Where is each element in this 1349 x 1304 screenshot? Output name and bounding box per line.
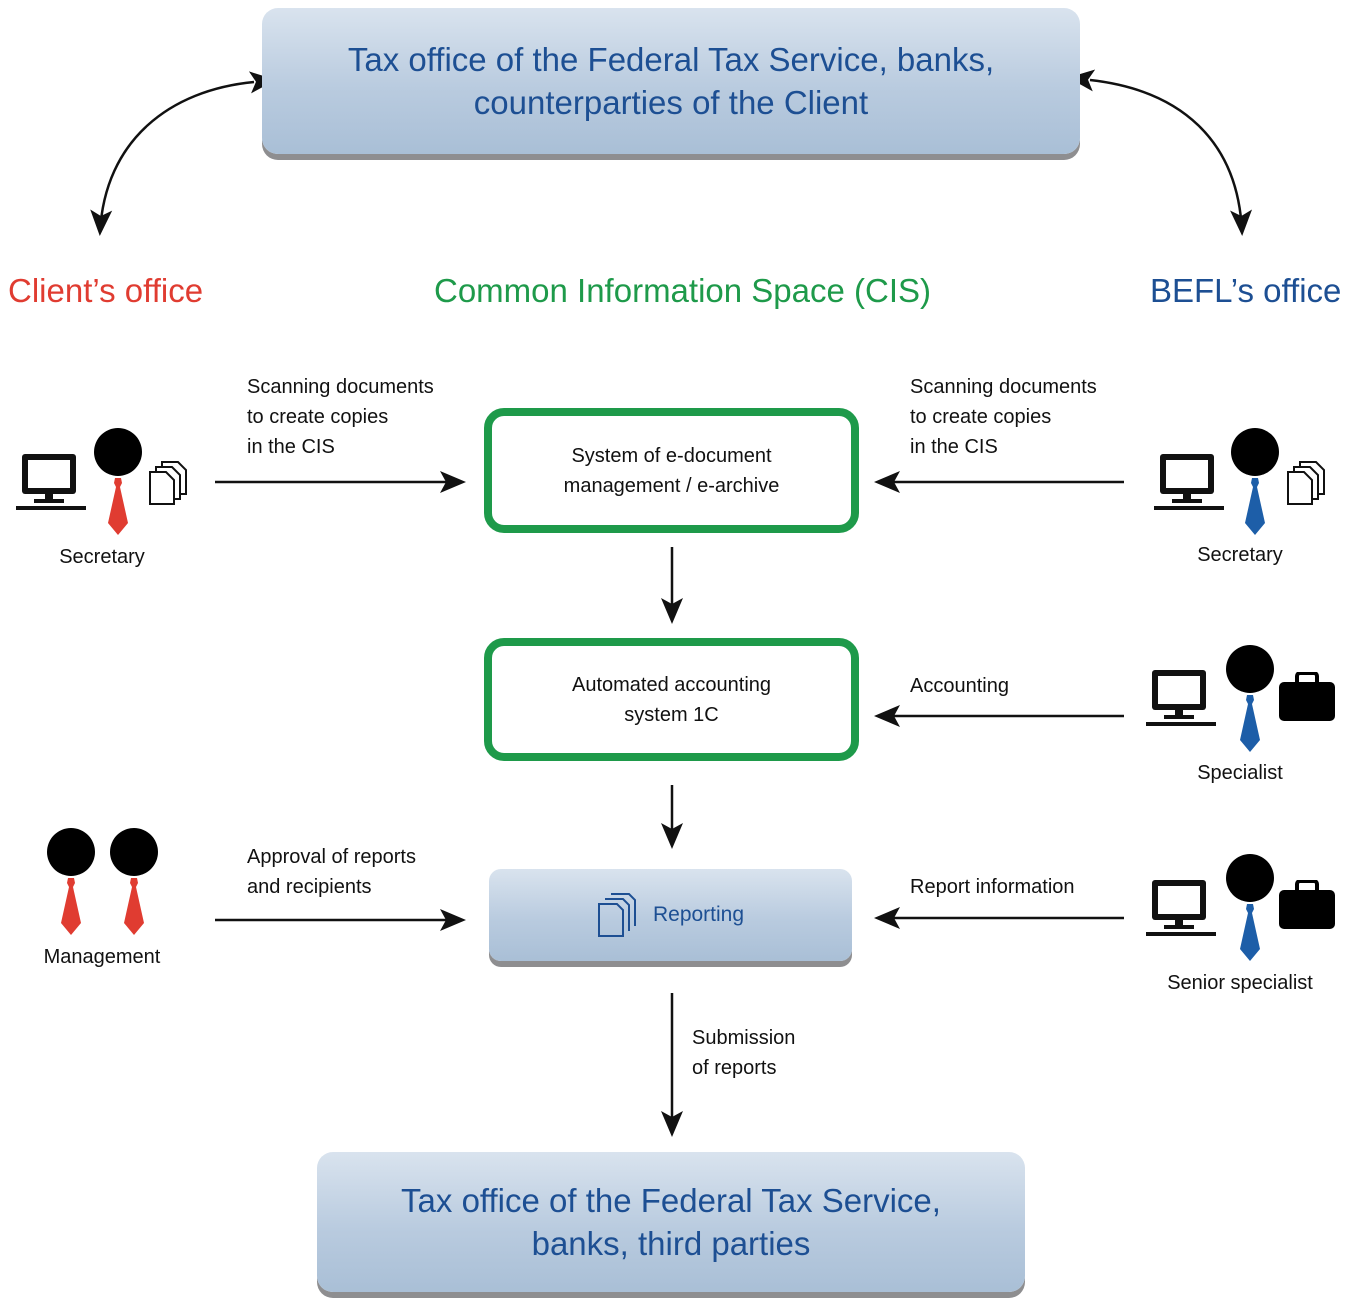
top-recipients-box: Tax office of the Federal Tax Service, b… — [262, 8, 1080, 154]
approval-label: Approval of reports and recipients — [247, 846, 416, 898]
person-icon — [1226, 645, 1274, 752]
documents-icon — [1287, 461, 1325, 505]
documents-icon — [597, 893, 636, 937]
computer-icon — [1154, 454, 1224, 510]
computer-icon — [1146, 670, 1216, 726]
accounting-system-box: Automated accounting system 1C — [484, 638, 859, 761]
person-icon — [1226, 854, 1274, 961]
person-icon — [47, 828, 95, 935]
reporting-box: Reporting — [489, 869, 852, 961]
documents-icon — [149, 461, 187, 505]
computer-icon — [1146, 880, 1216, 936]
bottom-recipients-text: Tax office of the Federal Tax Service, b… — [401, 1182, 941, 1262]
report-info-label: Report information — [910, 876, 1075, 898]
management-role: Management — [43, 946, 161, 968]
person-icon — [110, 828, 158, 935]
accounting-system-label: Automated accounting system 1C — [571, 673, 772, 726]
befl-scanning-label: Scanning documents to create copies in t… — [910, 376, 1097, 458]
specialist-role: Specialist — [1197, 762, 1283, 784]
computer-icon — [16, 454, 86, 510]
submission-label: Submission of reports — [692, 1027, 796, 1079]
edoc-system-label: System of e-document management / e-arch… — [563, 444, 780, 497]
reporting-label: Reporting — [652, 903, 745, 926]
client-exchange-arrow — [90, 71, 276, 236]
edoc-system-box: System of e-document management / e-arch… — [484, 408, 859, 533]
befl-office-header: BEFL’s office — [1150, 272, 1342, 309]
briefcase-icon — [1279, 672, 1335, 721]
person-icon — [1231, 428, 1279, 535]
senior-specialist-role: Senior specialist — [1167, 972, 1313, 994]
client-secretary-role: Secretary — [59, 546, 145, 568]
top-recipients-text: Tax office of the Federal Tax Service, b… — [347, 41, 995, 121]
befl-exchange-arrow — [1068, 69, 1253, 236]
accounting-label: Accounting — [910, 675, 1009, 697]
person-icon — [94, 428, 142, 535]
befl-secretary-role: Secretary — [1197, 544, 1283, 566]
cis-header: Common Information Space (CIS) — [434, 272, 932, 309]
client-scanning-label: Scanning documents to create copies in t… — [247, 376, 434, 458]
briefcase-icon — [1279, 880, 1335, 929]
client-office-header: Client’s office — [8, 272, 204, 309]
bottom-recipients-box: Tax office of the Federal Tax Service, b… — [317, 1152, 1025, 1292]
